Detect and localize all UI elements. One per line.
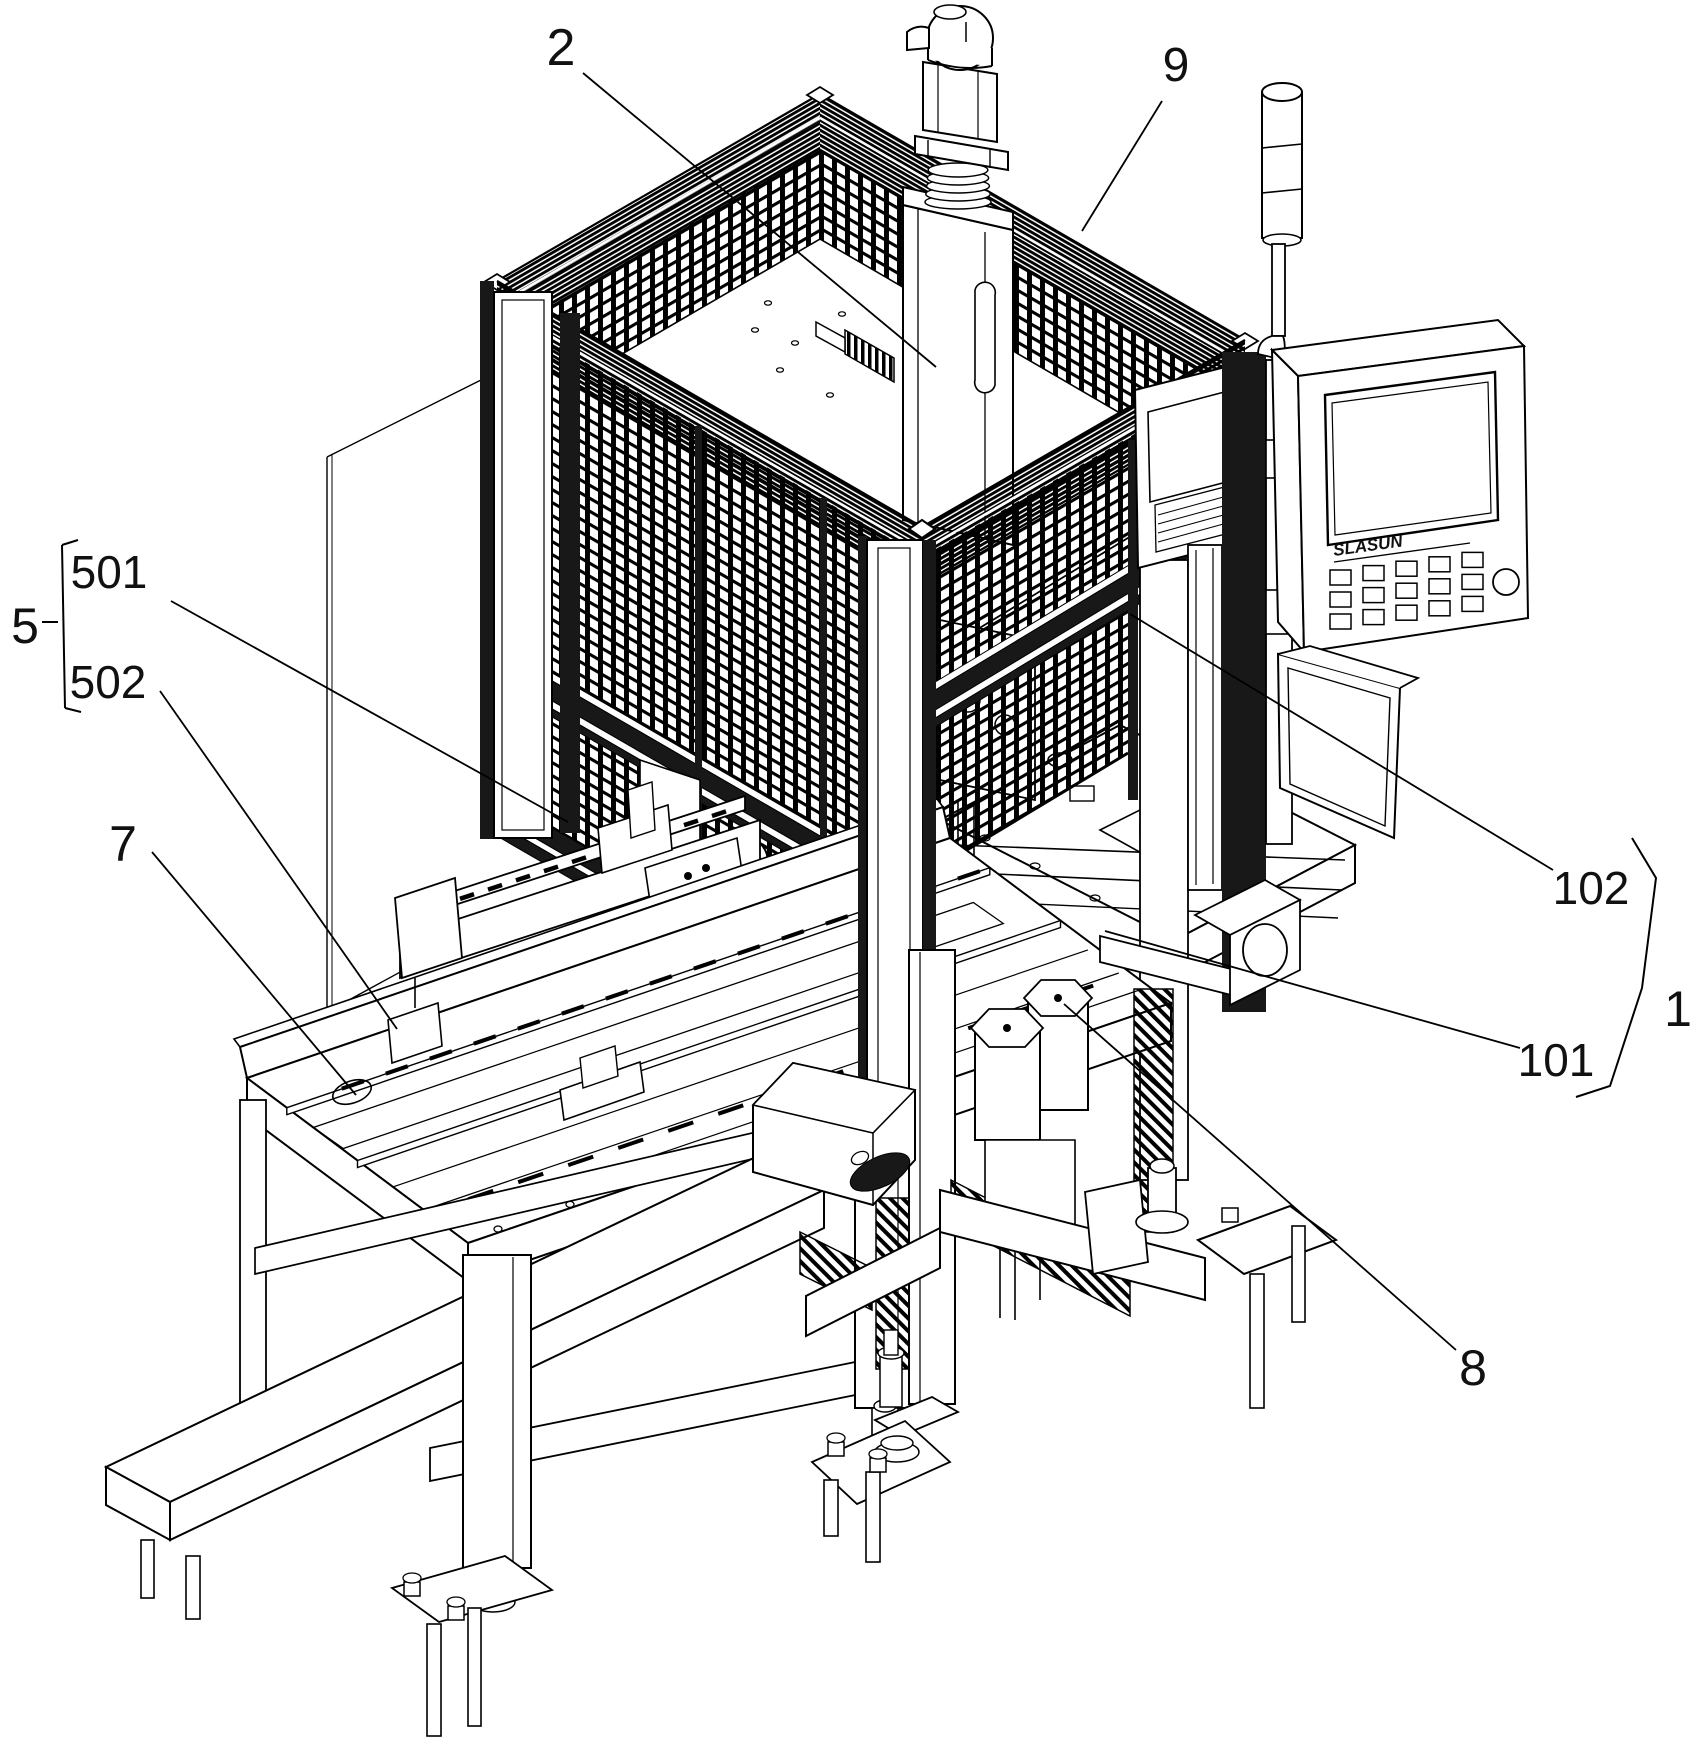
svg-text:5: 5 <box>11 598 39 654</box>
svg-text:501: 501 <box>71 546 148 598</box>
svg-text:7: 7 <box>109 816 137 872</box>
svg-text:9: 9 <box>1163 39 1190 92</box>
svg-text:8: 8 <box>1459 1340 1487 1396</box>
svg-text:2: 2 <box>547 19 576 77</box>
svg-text:101: 101 <box>1518 1034 1595 1086</box>
svg-text:502: 502 <box>70 656 147 708</box>
svg-text:1: 1 <box>1664 981 1692 1037</box>
svg-text:102: 102 <box>1553 862 1630 914</box>
